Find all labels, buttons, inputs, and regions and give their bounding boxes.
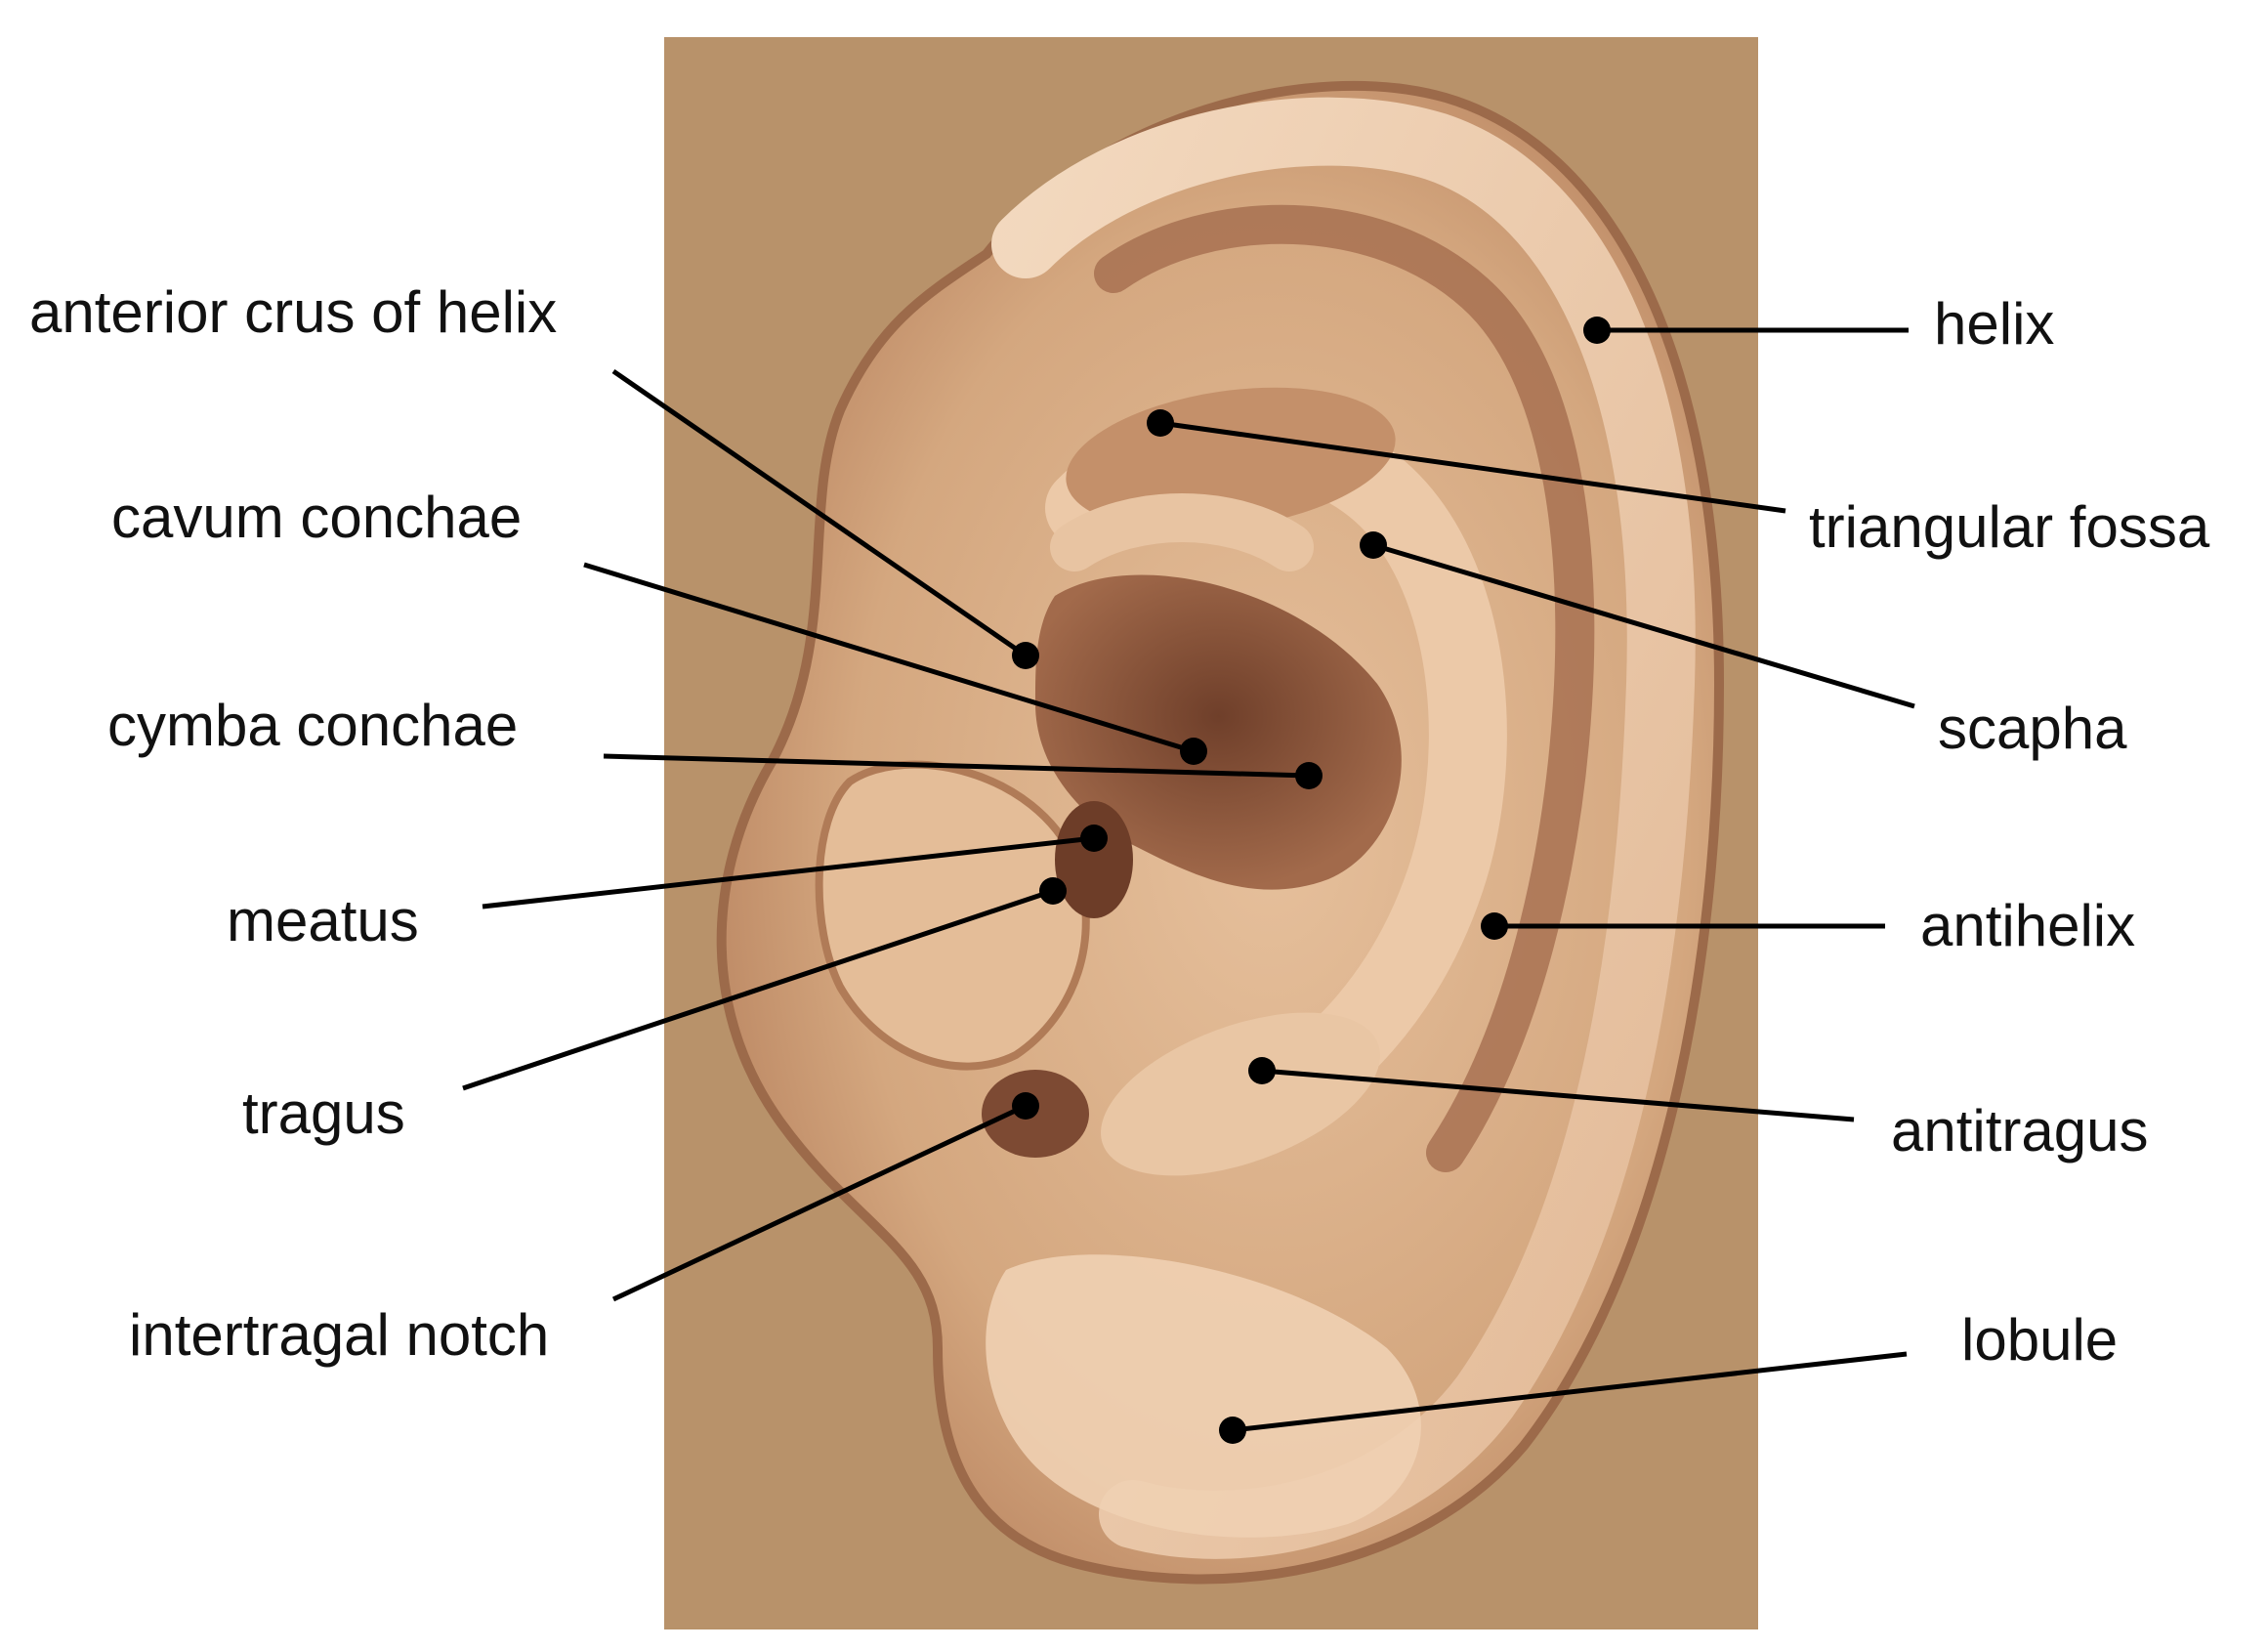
dot-helix xyxy=(1583,317,1611,344)
leader-line-meatus xyxy=(482,835,1095,910)
label-triangular-fossa: triangular fossa xyxy=(1809,494,2210,560)
label-antitragus: antitragus xyxy=(1891,1098,2149,1163)
label-cavum-conchae: cavum conchae xyxy=(111,485,522,550)
scapha-groove xyxy=(1094,204,1595,1172)
antitragus-shape xyxy=(1101,1012,1380,1176)
marker-dots xyxy=(1012,317,1611,1444)
label-lobule: lobule xyxy=(1961,1307,2118,1373)
ear-illustration xyxy=(716,80,1725,1585)
helix-rim xyxy=(991,97,1696,1559)
leader-line-cymba-conchae xyxy=(603,753,1310,779)
label-tragus: tragus xyxy=(242,1080,405,1146)
leader-line-antitragus xyxy=(1261,1068,1855,1122)
crus-of-helix-shape xyxy=(1050,493,1314,571)
dot-antitragus xyxy=(1248,1057,1276,1084)
leader-line-cavum-conchae xyxy=(583,562,1195,754)
lobule-shape xyxy=(986,1254,1421,1538)
label-anterior-crus-of-helix: anterior crus of helix xyxy=(29,279,557,345)
leader-line-intertragal-notch xyxy=(611,1103,1028,1302)
label-scapha: scapha xyxy=(1938,696,2127,761)
leader-line-tragus xyxy=(462,888,1054,1091)
dot-cavum-conchae xyxy=(1180,738,1207,765)
dot-anterior-crus-of-helix xyxy=(1012,642,1039,669)
dot-lobule xyxy=(1219,1417,1246,1444)
label-helix: helix xyxy=(1934,291,2054,357)
label-meatus: meatus xyxy=(227,888,419,953)
dot-intertragal-notch xyxy=(1012,1092,1039,1120)
label-intertragal-notch: intertragal notch xyxy=(129,1302,549,1368)
dot-cymba-conchae xyxy=(1295,762,1323,789)
dot-scapha xyxy=(1360,531,1387,559)
leader-lines xyxy=(462,327,1915,1433)
leader-line-scapha xyxy=(1372,542,1915,709)
dot-meatus xyxy=(1080,825,1108,852)
concha-shape xyxy=(1035,574,1402,890)
dot-antihelix xyxy=(1481,912,1508,940)
leader-line-lobule xyxy=(1232,1351,1908,1433)
label-antihelix: antihelix xyxy=(1920,893,2135,958)
leader-line-triangular-fossa xyxy=(1159,420,1786,514)
tragus-shape xyxy=(815,760,1090,1071)
dot-triangular-fossa xyxy=(1147,409,1174,437)
label-cymba-conchae: cymba conchae xyxy=(107,693,518,758)
dot-tragus xyxy=(1039,877,1067,905)
leader-line-anterior-crus-of-helix xyxy=(611,368,1028,658)
meatus-shape xyxy=(1055,801,1133,918)
